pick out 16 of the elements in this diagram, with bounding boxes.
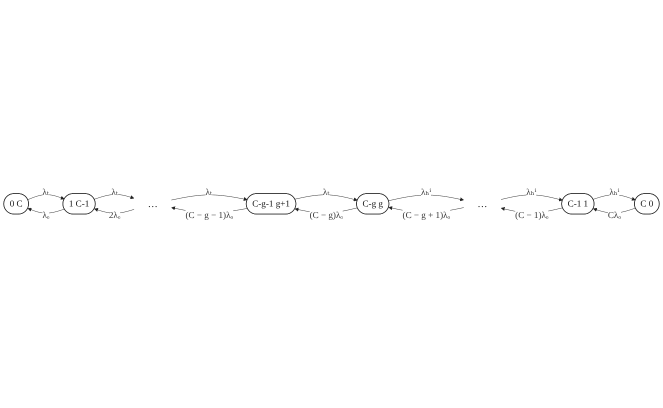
node-text: … bbox=[148, 198, 158, 210]
edge-label: λₜ bbox=[42, 188, 50, 198]
edge-label: λₕⁱ bbox=[526, 188, 536, 198]
edge-label: (C − 1)λₒ bbox=[515, 210, 549, 220]
edge-label: λₜ bbox=[111, 188, 118, 198]
edge-label: (C − g + 1)λₒ bbox=[402, 210, 450, 220]
edge-label: Cλₒ bbox=[608, 210, 621, 220]
edge-label: (C − g)λₒ bbox=[310, 210, 343, 220]
edge-label: 2λₒ bbox=[108, 210, 120, 220]
node-text: … bbox=[477, 198, 488, 210]
edge-label: λₜ bbox=[322, 188, 330, 198]
edge-label: (C − g − 1)λₒ bbox=[186, 210, 234, 220]
edge-label: λₒ bbox=[42, 210, 50, 220]
edge-label: λₕⁱ bbox=[609, 188, 620, 198]
edge-label: λₕⁱ bbox=[421, 188, 432, 198]
edge-label: λₜ bbox=[205, 188, 212, 198]
